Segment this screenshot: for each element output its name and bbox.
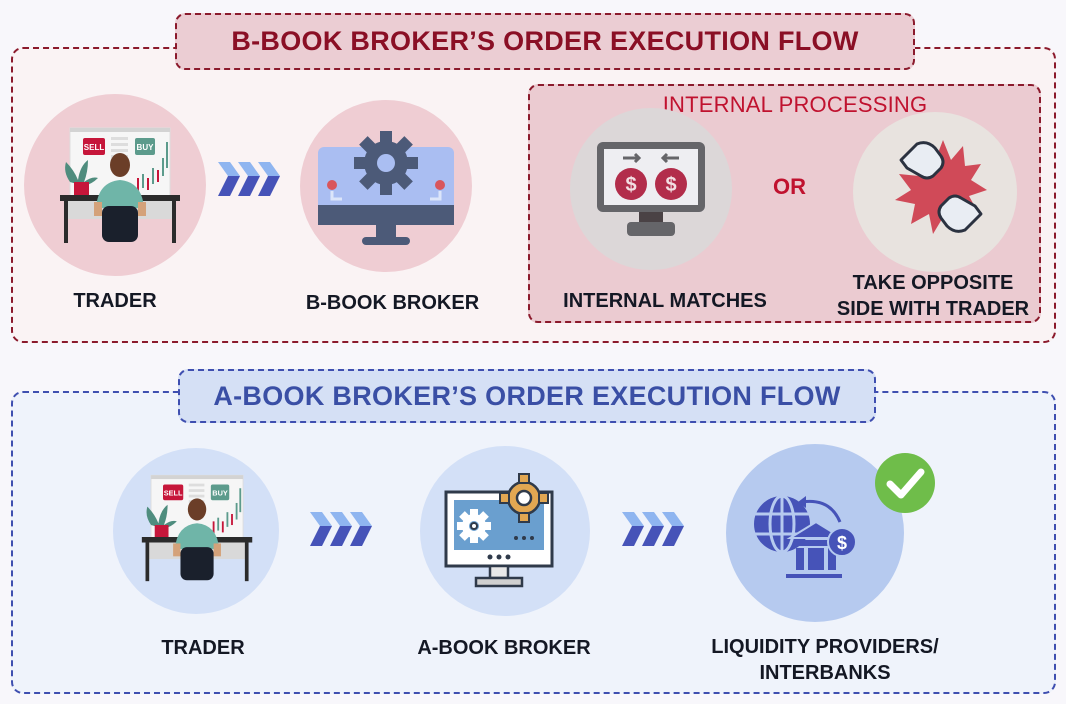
monitor-dollar-exchange-icon: $ $ [597, 142, 705, 236]
monitor-gears-icon [444, 473, 554, 588]
a-trader-label: TRADER [161, 637, 245, 659]
liquidity-label-line1: LIQUIDITY PROVIDERS/ [711, 636, 939, 658]
liquidity-label-line2: INTERBANKS [759, 662, 891, 684]
opposite-side-label-line2: SIDE WITH TRADER [836, 298, 1030, 320]
trader-at-desk-icon: SELL BUY [60, 127, 180, 243]
a-book-title: A-BOOK BROKER’S ORDER EXECUTION FLOW [178, 369, 876, 423]
chevron-arrows-icon [622, 512, 684, 546]
liquidity-label: LIQUIDITY PROVIDERS/ INTERBANKS [680, 634, 970, 686]
trader-at-desk-icon: SELL BUY [141, 474, 253, 582]
internal-processing-title: INTERNAL PROCESSING [662, 92, 928, 117]
svg-text:$: $ [837, 533, 847, 553]
svg-text:BUY: BUY [137, 143, 155, 152]
b-book-title: B-BOOK BROKER’S ORDER EXECUTION FLOW [175, 13, 915, 70]
opposite-side-label-line1: TAKE OPPOSITE [852, 272, 1014, 294]
a-broker-label: A-BOOK BROKER [417, 637, 591, 659]
monitor-gear-icon [318, 131, 454, 245]
fist-bump-clash-icon [895, 140, 987, 234]
svg-text:SELL: SELL [164, 489, 183, 498]
or-separator: OR [773, 174, 806, 199]
internal-matches-label: INTERNAL MATCHES [563, 290, 767, 312]
svg-text:BUY: BUY [212, 489, 228, 498]
check-icon [875, 453, 935, 513]
globe-bank-dollar-icon: $ [754, 494, 857, 578]
b-trader-label: TRADER [73, 290, 157, 312]
b-broker-label: B-BOOK BROKER [305, 292, 480, 314]
chevron-arrows-icon [218, 162, 280, 196]
svg-text:$: $ [665, 174, 676, 196]
opposite-side-label: TAKE OPPOSITE SIDE WITH TRADER [822, 270, 1044, 322]
svg-text:SELL: SELL [84, 143, 105, 152]
svg-text:$: $ [625, 174, 636, 196]
chevron-arrows-icon [310, 512, 372, 546]
